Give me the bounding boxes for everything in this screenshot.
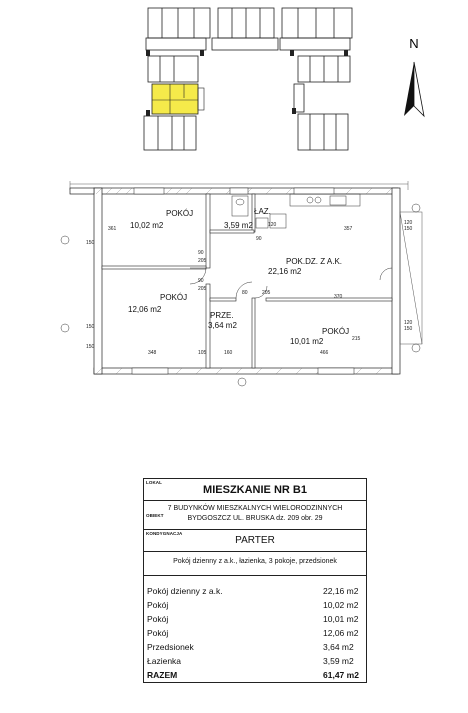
apartment-title: MIESZKANIE NR B1 [203,484,307,496]
dim-bottom-d: 466 [320,350,329,356]
room-2-name: ŁAZ. [254,207,271,216]
table-row: Pokój dzienny z a.k.22,16 m2 [147,586,359,596]
room-4-area: 12,06 m2 [128,305,162,314]
room-3-name: POK.DZ. Z A.K. [286,257,342,266]
dim-right-a: 120 [404,220,413,226]
card-floor-row: KONDYGNACJA PARTER [144,530,366,552]
dim-left-a: 150 [86,240,95,246]
dim-right-b: 150 [404,226,413,232]
room-2-area: 3,59 m2 [224,221,253,230]
dim-left-b: 150 [86,324,95,330]
room-4-name: POKÓJ [160,293,187,302]
dim-door-5: 80 [242,290,248,296]
dim-door-2: 205 [198,258,207,264]
tag-lokal: LOKAL [146,480,162,485]
site-key-plan [143,7,353,151]
room-3-area: 22,16 m2 [268,267,302,276]
dim-left-c: 150 [86,344,95,350]
dim-bottom-c: 160 [224,350,233,356]
tag-obiekt: OBIEKT [146,513,164,518]
address-line-1: 7 BUDYNKÓW MIESZKALNYCH WIELORODZINNYCH [167,505,343,512]
dim-mid-3: 120 [268,222,277,228]
card-address-row: OBIEKT 7 BUDYNKÓW MIESZKALNYCH WIELORODZ… [144,501,366,530]
dim-top-b: 357 [344,226,353,232]
room-1-name: POKÓJ [166,209,193,218]
room-6-area: 10,01 m2 [290,337,324,346]
dim-door-3: 90 [198,278,204,284]
dim-bottom-b: 105 [198,350,207,356]
dim-mid-1: 370 [334,294,343,300]
room-6-name: POKÓJ [322,327,349,336]
dim-door-1: 90 [198,250,204,256]
dim-door-6: 205 [262,290,271,296]
tag-kondygnacja: KONDYGNACJA [146,531,183,536]
room-5-name: PRZE. [210,311,234,320]
dim-mid-5: 215 [352,336,361,342]
floor-name: PARTER [235,535,275,546]
north-label: N [409,36,418,51]
apartment-info-card: LOKAL MIESZKANIE NR B1 OBIEKT 7 BUDYNKÓW… [143,478,367,683]
floor-plan-drawing: POKÓJ 10,02 m2 ŁAZ. 3,59 m2 POK.DZ. Z A.… [60,181,423,387]
dim-bottom-a: 348 [148,350,157,356]
card-description-row: Pokój dzienny z a.k., łazienka, 3 pokoje… [144,552,366,576]
apartment-description: Pokój dzienny z a.k., łazienka, 3 pokoje… [173,558,337,565]
dim-right-d: 150 [404,326,413,332]
dim-top-a: 361 [108,226,117,232]
dim-door-4: 205 [198,286,207,292]
room-1-area: 10,02 m2 [130,221,164,230]
north-arrow-icon: N [404,36,425,118]
dim-right-c: 120 [404,320,413,326]
room-5-area: 3,64 m2 [208,321,237,330]
address-line-2: BYDGOSZCZ UL. BRUSKA dz. 209 obr. 29 [187,515,323,522]
card-title-row: LOKAL MIESZKANIE NR B1 [144,479,366,501]
highlighted-apartment [151,83,199,115]
dim-mid-2: 90 [256,236,262,242]
